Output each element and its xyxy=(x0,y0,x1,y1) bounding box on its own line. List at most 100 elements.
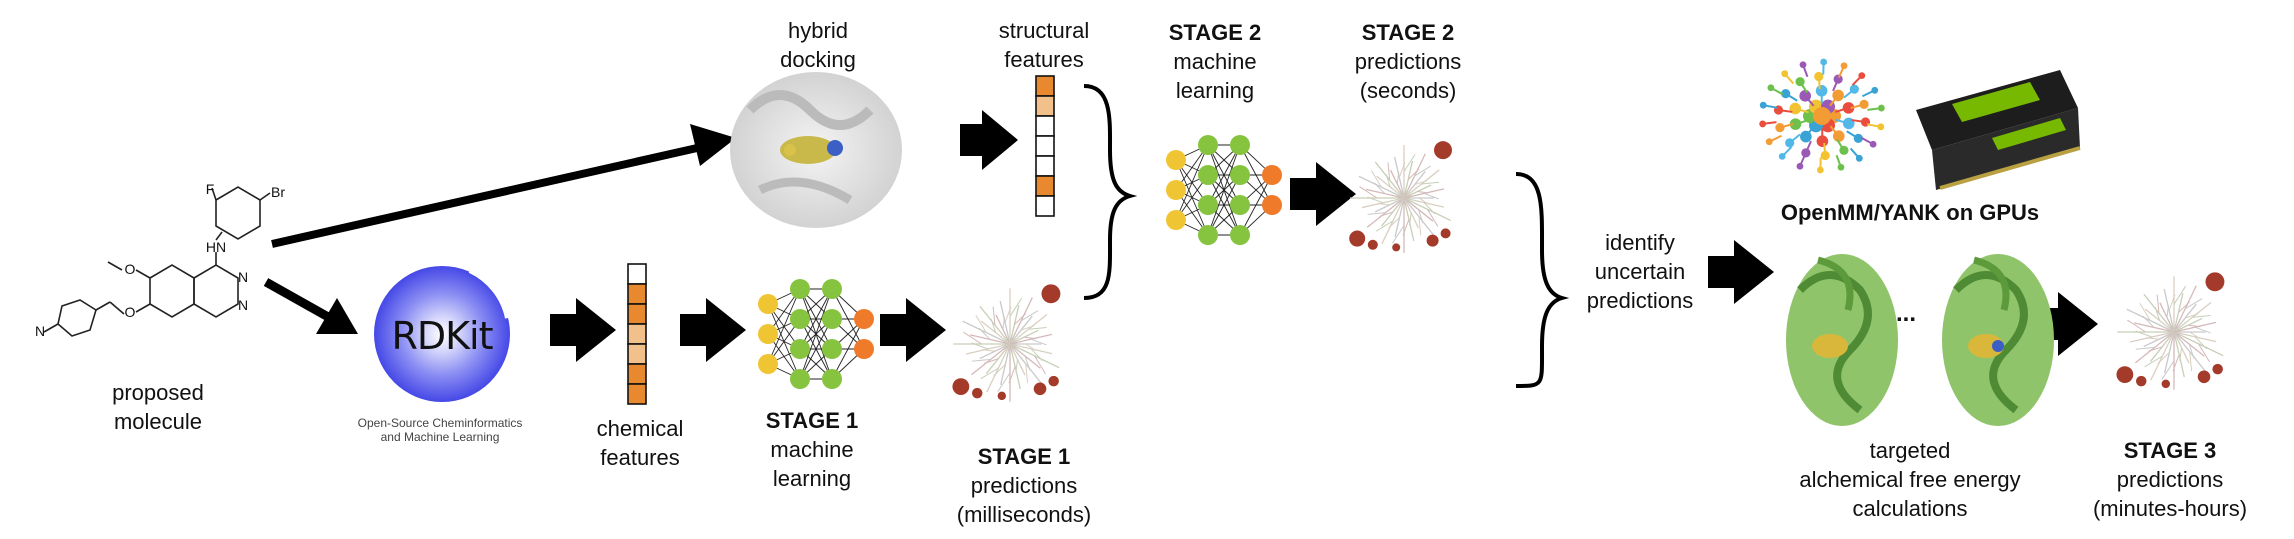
logo-node xyxy=(1841,62,1848,69)
alchemical-protein-1 xyxy=(1786,254,1898,426)
nn-node xyxy=(1230,195,1250,215)
label-line: learning xyxy=(766,464,859,493)
label-openmm-yank: OpenMM/YANK on GPUs xyxy=(1781,198,2039,227)
label-line: features xyxy=(999,45,1089,74)
tree-branch xyxy=(2162,361,2174,380)
label-stage3-predictions: STAGE 3 predictions (minutes-hours) xyxy=(2093,436,2247,523)
label-line: chemical xyxy=(597,414,684,443)
feature-cell xyxy=(628,264,646,284)
logo-node xyxy=(1877,123,1884,130)
label-stage1-predictions: STAGE 1 predictions (milliseconds) xyxy=(957,442,1091,529)
label-line: predictions xyxy=(1587,286,1693,315)
logo-node xyxy=(1817,167,1824,174)
nn-node xyxy=(1262,195,1282,215)
logo-node xyxy=(1856,155,1863,162)
nn-node xyxy=(822,369,842,389)
atom-label-n2: N xyxy=(238,298,248,312)
nn-node xyxy=(822,279,842,299)
block-arrow-structural xyxy=(960,110,1018,170)
label-line: alchemical free energy xyxy=(1799,465,2020,494)
arrow-to-docking xyxy=(272,124,736,244)
logo-node xyxy=(1817,135,1829,147)
nn-node xyxy=(790,339,810,359)
feature-cell xyxy=(628,364,646,384)
logo-node xyxy=(1871,87,1878,94)
nn-node xyxy=(1166,210,1186,230)
logo-node xyxy=(1766,138,1773,145)
rdkit-tagline-line1: Open-Source Cheminformatics xyxy=(358,416,523,430)
feature-cell xyxy=(628,344,646,364)
label-chemical-features: chemical features xyxy=(597,414,684,472)
label-line: machine xyxy=(1169,47,1262,76)
label-stage1-ml: STAGE 1 machine learning xyxy=(766,406,859,493)
nn-node xyxy=(1230,165,1250,185)
label-line: proposed xyxy=(112,378,204,407)
tree-leaf-highlight xyxy=(2116,366,2133,383)
logo-node xyxy=(1820,59,1827,66)
nn-node xyxy=(1230,225,1250,245)
label-proposed-molecule: proposed molecule xyxy=(112,378,204,436)
tree-leaf-highlight xyxy=(1427,235,1439,247)
logo-node xyxy=(1858,72,1865,79)
label-line: uncertain xyxy=(1587,257,1693,286)
label-line: (milliseconds) xyxy=(957,500,1091,529)
rdkit-logo-text: RDKit xyxy=(391,314,492,358)
nn-node xyxy=(790,369,810,389)
label-structural-features: structural features xyxy=(999,16,1089,74)
block-arrow-stage1-pred xyxy=(880,298,946,362)
tree-branch xyxy=(1392,226,1404,244)
alchemical-protein-2 xyxy=(1942,254,2054,426)
tree-leaf-highlight xyxy=(2198,370,2211,383)
tree-leaf-highlight xyxy=(1441,228,1451,238)
feature-cell xyxy=(628,284,646,304)
tree-leaf-highlight xyxy=(1392,243,1400,251)
nn-node xyxy=(1262,165,1282,185)
label-line: STAGE 2 xyxy=(1355,18,1461,47)
label-hybrid-docking: hybrid docking xyxy=(780,16,856,74)
tree-branch xyxy=(1010,298,1022,316)
logo-node xyxy=(1775,123,1784,132)
label-line: predictions xyxy=(1355,47,1461,76)
nn-node xyxy=(790,309,810,329)
tree-leaf-highlight xyxy=(2206,272,2225,291)
atom-label-n1: N xyxy=(238,270,248,284)
logo-node xyxy=(1800,61,1807,68)
tree-leaf-highlight xyxy=(1434,141,1452,159)
label-line: learning xyxy=(1169,76,1262,105)
nn-node xyxy=(1198,135,1218,155)
label-line: molecule xyxy=(112,407,204,436)
label-identify-uncertain: identify uncertain predictions xyxy=(1587,228,1693,315)
logo-node xyxy=(1821,151,1830,160)
logo-center xyxy=(1813,107,1831,125)
identify-brace xyxy=(1516,174,1562,386)
stage1-prediction-tree xyxy=(952,284,1060,401)
tree-branch xyxy=(1360,187,1377,198)
tree-leaf-highlight xyxy=(2212,364,2223,375)
label-stage2-predictions: STAGE 2 predictions (seconds) xyxy=(1355,18,1461,105)
label-line: predictions xyxy=(957,471,1091,500)
nn-node xyxy=(1198,165,1218,185)
logo-node xyxy=(1799,90,1811,102)
nn-node xyxy=(758,294,778,314)
logo-node xyxy=(1785,138,1794,147)
label-line: (seconds) xyxy=(1355,76,1461,105)
tree-leaf-highlight xyxy=(1042,284,1061,303)
nn-node xyxy=(1198,225,1218,245)
logo-node xyxy=(1839,146,1848,155)
atom-label-o1: O xyxy=(125,262,136,276)
label-line: machine xyxy=(766,435,859,464)
molecule-structure xyxy=(44,187,270,336)
tree-leaf-highlight xyxy=(972,388,983,399)
label-stage2-ml: STAGE 2 machine learning xyxy=(1169,18,1262,105)
feature-cell xyxy=(628,324,646,344)
label-line: features xyxy=(597,443,684,472)
block-arrow-stage2-pred xyxy=(1290,162,1356,226)
nn-node xyxy=(822,309,842,329)
feature-cell xyxy=(628,304,646,324)
logo-node xyxy=(1767,84,1774,91)
nn-node xyxy=(1166,150,1186,170)
label-line: STAGE 3 xyxy=(2093,436,2247,465)
tree-branch xyxy=(998,373,1010,392)
feature-cell xyxy=(1036,176,1054,196)
